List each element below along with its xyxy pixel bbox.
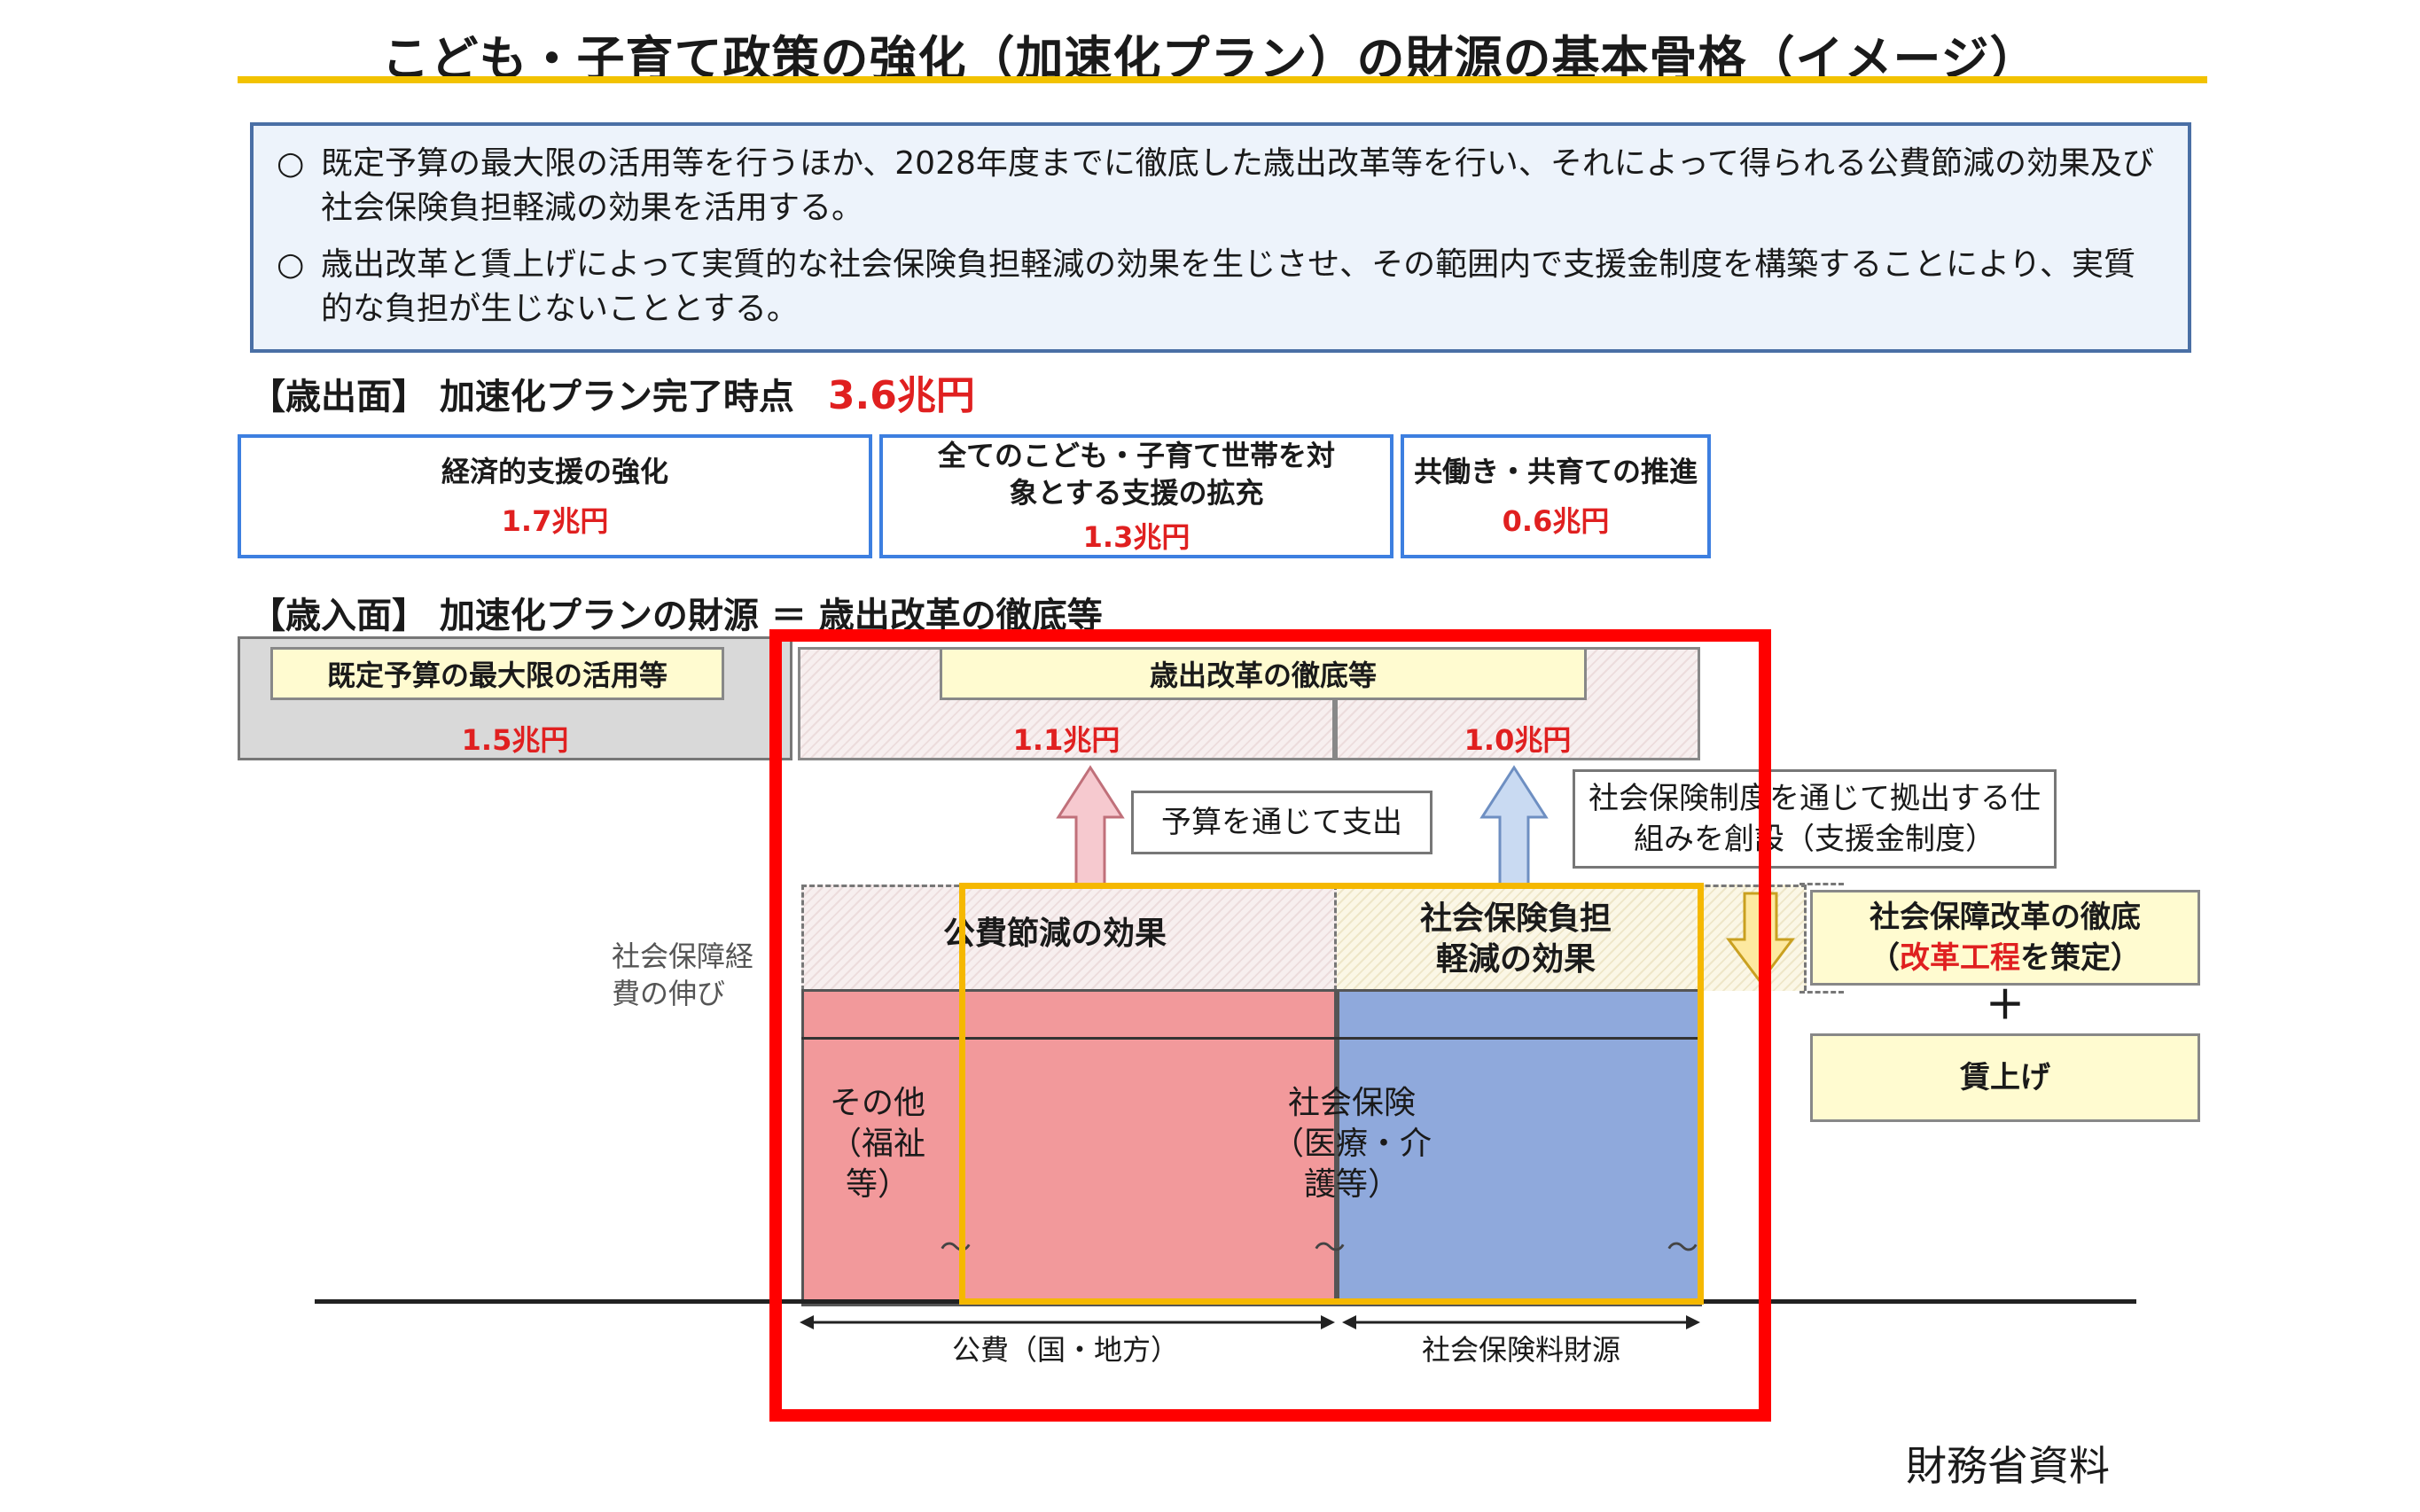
public-saving-label: 公費節減の効果 — [942, 916, 1167, 952]
expenditure-label: 【歳出面】 加速化プラン完了時点 — [250, 377, 794, 417]
summary-item-2: ○ 歳出改革と賃上げによって実質的な社会保険負担軽減の効果を生じさせ、その範囲内… — [277, 243, 2165, 331]
existing-budget-label: 既定予算の最大限の活用等 — [270, 647, 724, 700]
summary-item-1: ○ 既定予算の最大限の活用等を行うほか、2028年度までに徹底した歳出改革等を行… — [277, 142, 2165, 230]
expenditure-item-value: 0.6兆円 — [1502, 504, 1610, 538]
summary-text-2: 歳出改革と賃上げによって実質的な社会保険負担軽減の効果を生じさせ、その範囲内で支… — [321, 246, 2135, 327]
reform-process-text: 社会保障改革の徹底（改革工程を策定） — [1870, 900, 2141, 976]
dash-connector — [1799, 883, 1844, 885]
public-funds-block — [801, 989, 1337, 1306]
expenditure-total: 3.6兆円 — [827, 373, 975, 418]
reform-process-box: 社会保障改革の徹底（改革工程を策定） — [1810, 890, 2200, 986]
callout-budget-spending: 予算を通じて支出 — [1131, 791, 1432, 854]
plus-icon: ＋ — [1986, 983, 2025, 1028]
existing-budget-value: 1.5兆円 — [461, 723, 569, 757]
insurance-funds-block — [1337, 989, 1702, 1306]
expenditure-heading: 【歳出面】 加速化プラン完了時点 3.6兆円 — [250, 363, 975, 420]
callout-support-fund: 社会保険制度を通じて拠出する仕組みを創設（支援金制度） — [1573, 769, 2057, 869]
expenditure-item-title: 共働き・共育ての推進 — [1413, 455, 1698, 488]
expenditure-item-dual-income: 共働き・共育ての推進 0.6兆円 — [1401, 434, 1711, 558]
growth-baseline — [801, 1037, 1702, 1040]
dash-connector — [1799, 991, 1844, 994]
support-fund-highlight — [959, 883, 1704, 1305]
wave-icon: 〜 — [940, 1230, 972, 1266]
reform-value-insurance: 1.0兆円 — [1464, 723, 1572, 757]
axis-label-insurance: 社会保険料財源 — [1421, 1333, 1620, 1367]
axis-label-public: 公費（国・地方） — [951, 1333, 1179, 1367]
reform-value-public: 1.1兆円 — [1012, 723, 1120, 757]
wave-icon: 〜 — [1314, 1230, 1347, 1266]
expenditure-item-title: 経済的支援の強化 — [441, 455, 668, 488]
burden-reduction-label: 社会保険負担軽減の効果 — [1419, 900, 1612, 978]
expenditure-item-title: 全てのこども・子育て世帯を対象とする支援の拡充 — [937, 439, 1335, 510]
wage-up-box: 賃上げ — [1810, 1033, 2200, 1122]
source-label: 財務省資料 — [1906, 1442, 2110, 1490]
axis-arrows-icon — [800, 1315, 1700, 1329]
title-underline — [238, 76, 2207, 83]
expenditure-item-value: 1.7兆円 — [501, 504, 609, 538]
highlight-frame — [769, 629, 1771, 1422]
wave-icon: 〜 — [1667, 1230, 1699, 1266]
reform-label: 歳出改革の徹底等 — [940, 647, 1587, 700]
reform-process-red: 改革工程 — [1900, 940, 2020, 976]
bullet-icon: ○ — [277, 145, 305, 182]
expenditure-item-economic-support: 経済的支援の強化 1.7兆円 — [238, 434, 872, 558]
expenditure-item-all-households: 全てのこども・子育て世帯を対象とする支援の拡充 1.3兆円 — [879, 434, 1393, 558]
summary-text-1: 既定予算の最大限の活用等を行うほか、2028年度までに徹底した歳出改革等を行い、… — [321, 145, 2155, 226]
bullet-icon: ○ — [277, 246, 305, 283]
summary-box: ○ 既定予算の最大限の活用等を行うほか、2028年度までに徹底した歳出改革等を行… — [250, 122, 2191, 353]
growth-label: 社会保障経費の伸び — [612, 939, 754, 1010]
expenditure-item-value: 1.3兆円 — [1082, 520, 1190, 554]
